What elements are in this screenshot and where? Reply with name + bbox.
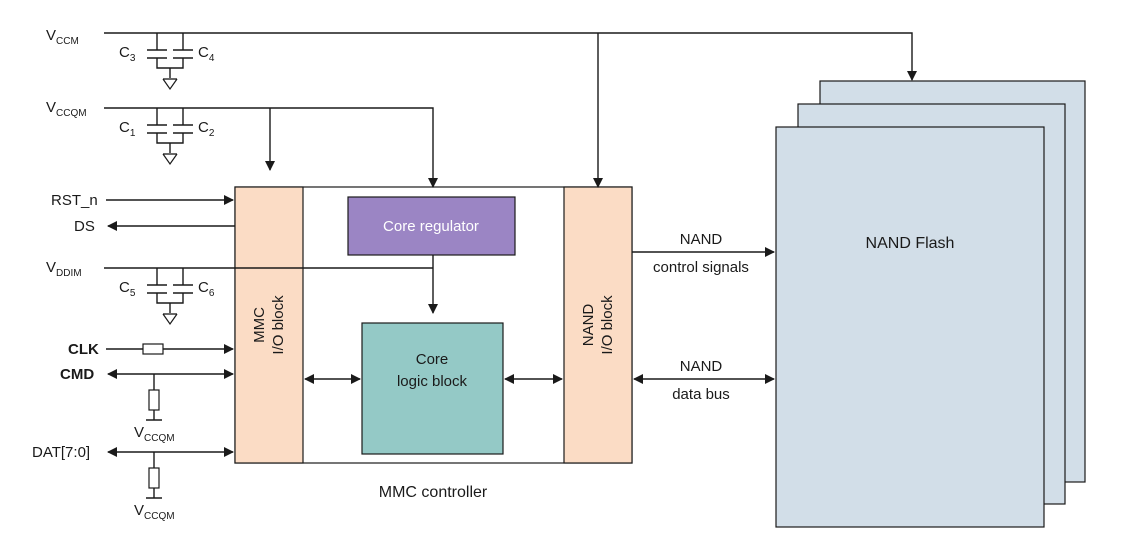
control-bus-label-line1: NAND [680,231,723,248]
vddim-label: VDDIM [46,259,82,279]
c6-label: C6 [198,279,215,299]
vccm-label: VCCM [46,27,79,47]
rst-label: RST_n [51,192,98,209]
ds-signal: DS [74,218,235,235]
c3-label: C3 [119,44,136,64]
dat-signal: DAT[7:0] VCCQM [32,444,234,522]
ds-label: DS [74,218,95,235]
c4-label: C4 [198,44,215,64]
ground-icon [162,313,178,325]
mmc-controller: MMC I/O block NAND I/O block Core regula… [234,186,633,501]
nand-io-label-line1: NAND [580,304,597,347]
capacitor-pair-c5-c6: C5 C6 [119,268,215,325]
series-resistor [142,343,164,355]
core-regulator-label: Core regulator [383,218,479,235]
nand-io-block [563,186,633,464]
core-logic-label-line1: Core [416,351,449,368]
mmc-io-block [234,186,304,464]
c2-label: C2 [198,119,215,139]
nand-flash-stack: NAND Flash [775,80,1086,528]
cmd-signal: CMD VCCQM [60,366,234,444]
vccqm-label: VCCQM [46,99,87,119]
dat-label: DAT[7:0] [32,444,90,461]
clk-signal: CLK [68,341,234,358]
nand-io-label-line2: I/O block [599,295,616,355]
data-bus-label-line1: NAND [680,358,723,375]
mmc-io-label-line1: MMC [251,307,268,343]
controller-caption: MMC controller [379,484,488,501]
core-logic-block [361,322,504,455]
capacitor-pair-c1-c2: C1 C2 [119,108,215,165]
nand-control-bus: NAND control signals [632,231,775,276]
vccqm-rail: VCCQM [46,99,438,188]
mmc-io-label-line2: I/O block [270,295,287,355]
cmd-pullup-resistor [148,389,160,411]
ground-icon [162,153,178,165]
clk-label: CLK [68,341,99,358]
cmd-pullup-label: VCCQM [134,424,175,444]
cmd-label: CMD [60,366,94,383]
c1-label: C1 [119,119,136,139]
core-logic-label-line2: logic block [397,373,468,390]
control-bus-label-line2: control signals [653,259,749,276]
core-regulator-block [347,196,516,256]
dat-pullup-label: VCCQM [134,502,175,522]
dat-pullup-resistor [148,467,160,489]
nand-flash-label: NAND Flash [866,235,955,252]
rst-signal: RST_n [51,192,234,209]
nand-flash-page-front [775,126,1045,528]
capacitor-pair-c3-c4: C3 C4 [119,33,215,90]
vddim-rail: VDDIM [46,255,438,314]
c5-label: C5 [119,279,136,299]
data-bus-label-line2: data bus [672,386,730,403]
vccm-rail: VCCM [46,27,917,188]
nand-data-bus: NAND data bus [633,358,775,403]
ground-icon [162,78,178,90]
